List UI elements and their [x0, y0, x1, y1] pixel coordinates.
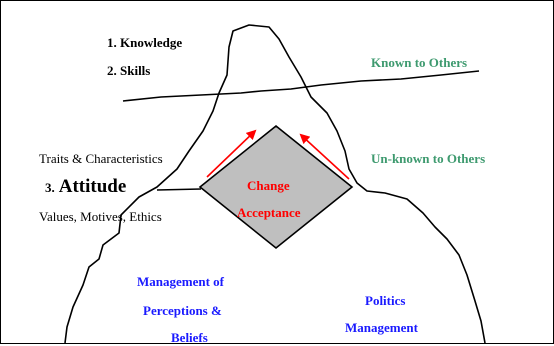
iceberg-outline: [64, 24, 486, 343]
skills-label: 2. Skills: [107, 63, 151, 78]
attitude-text: Attitude: [58, 176, 127, 197]
perceptions-label-line2: Perceptions &: [143, 303, 222, 318]
politics-label-line1: Politics: [365, 293, 406, 308]
unknown-to-others-label: Un-known to Others: [371, 151, 486, 166]
acceptance-label: Acceptance: [237, 205, 301, 220]
change-acceptance-diamond: [198, 124, 354, 250]
perceptions-label-line1: Management of: [137, 274, 225, 289]
known-to-others-label: Known to Others: [371, 55, 468, 70]
change-label: Change: [247, 178, 290, 193]
traits-label: Traits & Characteristics: [39, 151, 163, 166]
knowledge-label: 1. Knowledge: [107, 35, 183, 50]
perceptions-label-line3: Beliefs: [171, 330, 208, 345]
attitude-label: 3. Attitude: [45, 176, 126, 198]
attitude-number: 3.: [45, 180, 55, 195]
politics-label-line2: Management: [345, 320, 418, 335]
right-arrow: [299, 133, 350, 180]
attitude-connector: [156, 188, 202, 191]
left-arrow: [206, 129, 257, 178]
waterline: [122, 70, 480, 102]
values-label: Values, Motives, Ethics: [39, 209, 162, 224]
